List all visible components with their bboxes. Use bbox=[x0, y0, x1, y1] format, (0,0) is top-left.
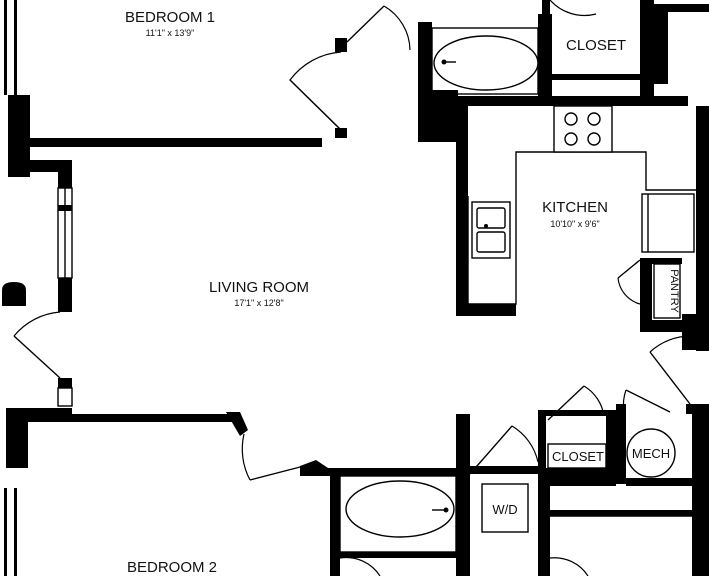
bedroom2-name: BEDROOM 2 bbox=[127, 559, 217, 576]
living-room-dims: 17'1" x 12'8" bbox=[234, 298, 283, 308]
living-room-name: LIVING ROOM bbox=[209, 279, 309, 296]
pantry-name: PANTRY bbox=[668, 269, 680, 313]
bathtub-top bbox=[433, 35, 539, 91]
refrigerator bbox=[641, 193, 695, 253]
wd-name: W/D bbox=[492, 502, 517, 517]
bedroom1-dims: 11'1" x 13'9" bbox=[146, 28, 195, 38]
closet-small-name: CLOSET bbox=[552, 449, 604, 464]
mech-name: MECH bbox=[632, 446, 670, 461]
bathtub-bottom bbox=[345, 480, 455, 538]
doors bbox=[13, 0, 693, 576]
stove bbox=[553, 105, 613, 153]
mech-circle bbox=[626, 428, 676, 478]
bedroom1-name: BEDROOM 1 bbox=[125, 9, 215, 26]
kitchen-dims: 10'10" x 9'6" bbox=[550, 219, 599, 229]
closet-top-name: CLOSET bbox=[566, 37, 626, 54]
kitchen-sink bbox=[471, 201, 511, 259]
labels: BEDROOM 1 11'1" x 13'9" LIVING ROOM 17'1… bbox=[125, 9, 680, 576]
washer-dryer bbox=[481, 483, 529, 533]
fixtures bbox=[339, 27, 696, 553]
kitchen-name: KITCHEN bbox=[542, 199, 608, 216]
